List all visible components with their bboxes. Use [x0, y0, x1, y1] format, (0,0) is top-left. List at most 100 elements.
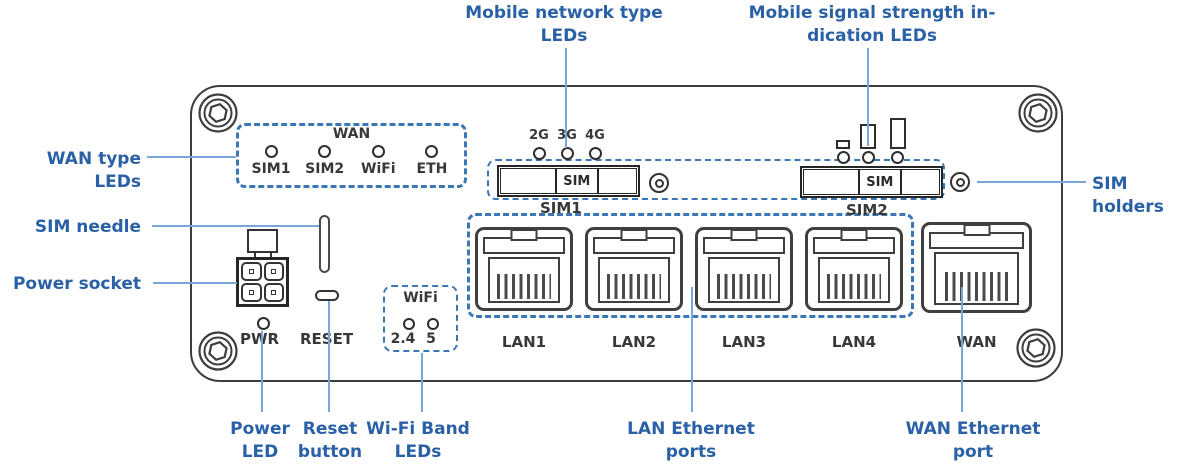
power-socket-connector [236, 257, 289, 307]
socket-pin-contact-icon [248, 269, 254, 274]
callout-sim-needle: SIM needle [34, 217, 141, 237]
led-label: ETH [416, 161, 448, 177]
rj45-pins [944, 271, 1009, 302]
sim2-caption: SIM2 [846, 201, 888, 219]
callout-reset-button: Reset button [280, 418, 380, 464]
lan4-port [805, 227, 903, 311]
screw-center-icon [654, 178, 664, 188]
rj45-pins [717, 274, 771, 300]
lan3-label: LAN3 [721, 333, 767, 351]
rj45-pins [497, 274, 551, 300]
rj45-tab [730, 229, 758, 241]
wan-led-item: ETH [407, 145, 457, 177]
socket-pin-contact-icon [248, 290, 254, 295]
wan-led-item: SIM1 [246, 145, 296, 177]
wan-led-row: SIM1 SIM2 WiFi ETH [236, 145, 467, 177]
callout-lan-ethernet-ports: LAN Ethernet ports [611, 418, 771, 464]
led-icon [264, 145, 278, 158]
power-plug-icon [247, 229, 278, 253]
signal-led-icon [837, 151, 850, 164]
callout-mobile-network-leds: Mobile network type LEDs [444, 2, 684, 48]
screw-center-icon [955, 177, 965, 187]
network-type-led-3g: 3G [552, 128, 582, 160]
wifi-led-group: WiFi 2.4 5 [383, 285, 458, 352]
leader-power-socket [153, 282, 237, 284]
signal-bar-small-icon [836, 140, 850, 149]
lan-ports-dashed-box [467, 213, 914, 318]
leader-mobile-network [565, 48, 567, 148]
callout-line: Wi-Fi Band [366, 419, 470, 439]
leader-mobile-signal [867, 48, 869, 146]
lan1-port [475, 227, 573, 311]
led-label: WiFi [361, 161, 396, 177]
sim-holder-segment [804, 170, 858, 194]
sim-holder-label: SIM [859, 170, 901, 194]
network-type-led-4g: 4G [580, 128, 610, 160]
callout-mobile-signal-leds: Mobile signal strength in- dication LEDs [740, 2, 1004, 48]
callout-line: LEDs [394, 442, 442, 462]
network-type-led-2g: 2G [524, 128, 554, 160]
panel-screw-icon [950, 172, 970, 192]
callout-sim-holders: SIM holders [1092, 174, 1164, 217]
lan2-label: LAN2 [611, 333, 657, 351]
lan4-label: LAN4 [831, 333, 877, 351]
corner-screw-icon [1018, 93, 1058, 133]
led-label: SIM2 [305, 161, 345, 177]
sim-holder-segment [599, 169, 636, 193]
led-label: 5 [426, 331, 436, 347]
rj45-tab [510, 229, 538, 241]
wan-led-group: WAN SIM1 SIM2 WiFi ETH [236, 123, 467, 188]
sim1-caption: SIM1 [540, 199, 582, 217]
led-label: 3G [557, 128, 577, 143]
leader-sim-needle [152, 225, 319, 227]
sim-holder-segment [902, 170, 939, 194]
sim1-holder: SIM [497, 165, 640, 197]
wan-port-label: WAN [956, 333, 997, 351]
callout-line: Power [230, 419, 290, 439]
led-icon [532, 147, 546, 160]
rj45-opening [708, 257, 780, 303]
panel-screw-icon [649, 173, 669, 193]
led-icon [427, 318, 439, 330]
callout-line: Mobile network type [465, 3, 663, 23]
signal-led-icon [862, 151, 875, 164]
callout-power-led: Power LED [210, 418, 310, 464]
leader-wan-port [961, 287, 963, 412]
led-label: SIM1 [251, 161, 291, 177]
rj45-opening [598, 257, 670, 303]
led-label: 2G [529, 128, 549, 143]
lan2-port [585, 227, 683, 311]
callout-line: WAN Ethernet [905, 419, 1041, 439]
callout-wan-ethernet-port: WAN Ethernet port [893, 418, 1053, 464]
callout-line: LED [241, 442, 279, 462]
rj45-pins [827, 274, 881, 300]
wan-led-item: WiFi [353, 145, 403, 177]
corner-screw-icon [1016, 328, 1056, 368]
leader-lan-ports [691, 287, 693, 412]
rj45-tab [620, 229, 648, 241]
reset-button-hole [315, 290, 339, 301]
led-icon [318, 145, 332, 158]
led-icon [425, 145, 439, 158]
rj45-tab [840, 229, 868, 241]
socket-pin-icon [241, 283, 262, 302]
socket-pin-icon [263, 283, 284, 302]
sim-needle-tool [319, 215, 330, 273]
led-label: 2.4 [390, 331, 416, 347]
callout-line: LAN Ethernet [627, 419, 755, 439]
led-icon [403, 318, 415, 330]
socket-pin-contact-icon [271, 269, 277, 274]
socket-pin-icon [241, 262, 262, 281]
wan-led-dashed-box [236, 123, 467, 188]
power-led-icon [257, 317, 270, 330]
callout-line: port [952, 442, 994, 462]
callout-line: button [297, 442, 363, 462]
callout-line: Mobile signal strength in- [748, 3, 996, 23]
rj45-opening [818, 257, 890, 303]
lan3-port [695, 227, 793, 311]
corner-screw-icon [198, 93, 238, 133]
sim-holder-label: SIM [556, 169, 598, 193]
leader-reset-button [328, 301, 330, 412]
socket-pin-icon [263, 262, 284, 281]
